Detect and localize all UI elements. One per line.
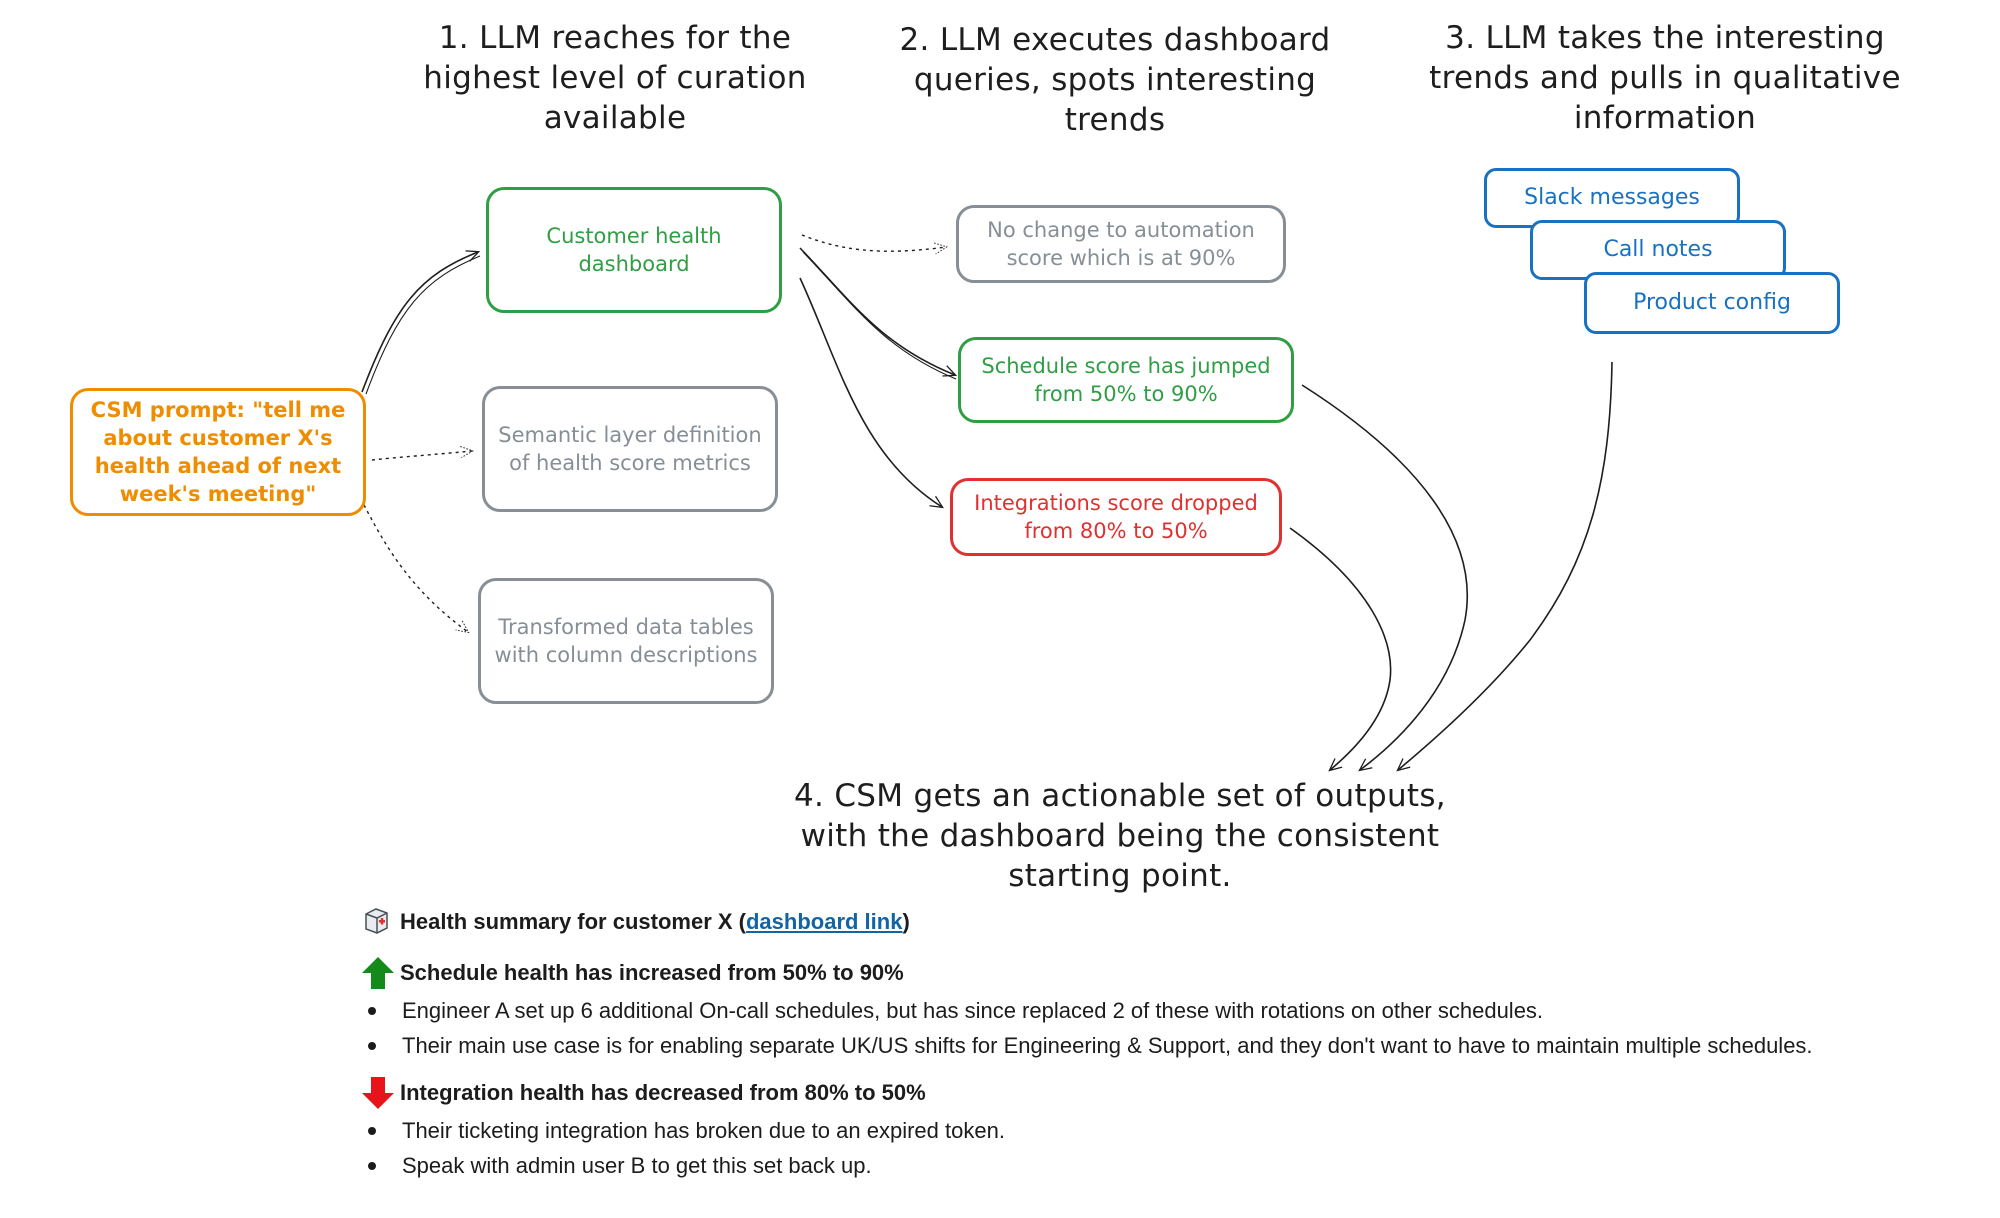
heading-step3: 3. LLM takes the interesting trends and …: [1429, 20, 1901, 136]
arrow-prompt-to-tables: [363, 504, 470, 634]
health-summary: Health summary for customer X (dashboard…: [360, 905, 1980, 1183]
list-item: Engineer A set up 6 additional On-call s…: [360, 993, 1980, 1028]
schedule-score-box: Schedule score has jumped from 50% to 90…: [958, 337, 1294, 423]
schedule-section-heading: Schedule health has increased from 50% t…: [360, 953, 1980, 993]
medical-kit-icon: [360, 904, 396, 940]
automation-score-box: No change to automation score which is a…: [956, 205, 1286, 283]
heading-step1: 1. LLM reaches for the highest level of …: [423, 20, 807, 136]
summary-title-prefix: Health summary for customer X (: [400, 909, 746, 934]
summary-title-suffix: ): [902, 909, 910, 934]
product-config-box: Product config: [1584, 272, 1840, 334]
integrations-score-box: Integrations score dropped from 80% to 5…: [950, 478, 1282, 556]
arrow-prompt-to-semantic: [371, 446, 474, 461]
arrow-dashboard-to-integrations: [799, 277, 944, 509]
arrow-dashboard-to-schedule: [799, 247, 958, 377]
summary-title: Health summary for customer X (dashboard…: [360, 905, 1980, 939]
call-notes-box: Call notes: [1530, 220, 1786, 280]
list-item: Their main use case is for enabling sepa…: [360, 1028, 1980, 1063]
arrow-schedule-to-output: [1301, 384, 1469, 772]
semantic-layer-box: Semantic layer definition of health scor…: [482, 386, 778, 512]
arrow-dashboard-to-automation: [801, 234, 948, 255]
slack-messages-box: Slack messages: [1484, 168, 1740, 228]
arrow-prompt-to-dashboard: [361, 250, 481, 393]
customer-health-dashboard-box: Customer health dashboard: [486, 187, 782, 313]
heading-step2: 2. LLM executes dashboard queries, spots…: [899, 22, 1331, 138]
heading-step4: 4. CSM gets an actionable set of outputs…: [794, 778, 1446, 894]
integration-section-heading: Integration health has decreased from 80…: [360, 1073, 1980, 1113]
integration-heading-text: Integration health has decreased from 80…: [400, 1080, 926, 1105]
dashboard-link[interactable]: dashboard link: [745, 909, 903, 934]
schedule-heading-text: Schedule health has increased from 50% t…: [400, 960, 904, 985]
green-up-arrow-icon: [360, 955, 396, 991]
integration-bullets: Their ticketing integration has broken d…: [360, 1113, 1980, 1183]
arrow-qualitative-to-output: [1396, 361, 1613, 772]
data-tables-box: Transformed data tables with column desc…: [478, 578, 774, 704]
red-down-arrow-icon: [360, 1075, 396, 1111]
csm-prompt-box: CSM prompt: "tell me about customer X's …: [70, 388, 366, 516]
list-item: Their ticketing integration has broken d…: [360, 1113, 1980, 1148]
arrow-integrations-to-output: [1289, 527, 1392, 772]
schedule-bullets: Engineer A set up 6 additional On-call s…: [360, 993, 1980, 1063]
list-item: Speak with admin user B to get this set …: [360, 1148, 1980, 1183]
